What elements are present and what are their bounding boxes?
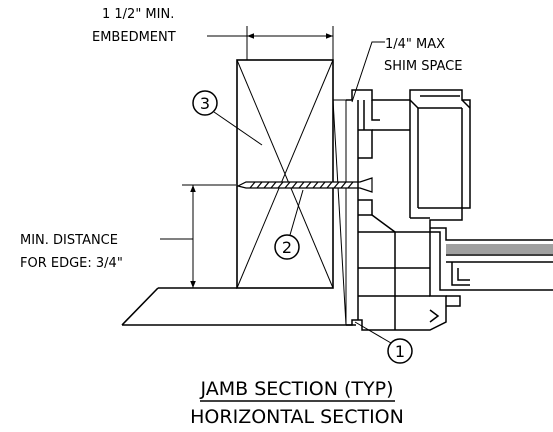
shim-leader xyxy=(351,41,385,103)
window-frame-profile xyxy=(346,89,553,331)
edge-label-line1: MIN. DISTANCE xyxy=(20,233,118,248)
edge-distance-dimension xyxy=(160,184,236,288)
callout-3-number: 3 xyxy=(200,94,210,113)
sill-base xyxy=(121,287,356,326)
wood-block xyxy=(236,59,334,289)
callout-1 xyxy=(354,321,413,364)
embedment-dimension xyxy=(207,26,334,60)
callout-3 xyxy=(192,90,263,146)
drawing-title-line2: HORIZONTAL SECTION xyxy=(190,406,404,428)
callout-1-number: 1 xyxy=(395,342,405,361)
screw xyxy=(236,177,373,193)
callout-2 xyxy=(274,189,304,260)
embedment-label-line2: EMBEDMENT xyxy=(92,30,176,45)
glass-pane xyxy=(446,244,553,254)
edge-label-line2: FOR EDGE: 3/4" xyxy=(20,256,123,271)
shim-label-line2: SHIM SPACE xyxy=(384,59,462,74)
shim-wedge xyxy=(332,99,347,326)
embedment-label-line1: 1 1/2" MIN. xyxy=(102,7,174,22)
shim-label-line1: 1/4" MAX xyxy=(385,37,445,52)
callout-2-number: 2 xyxy=(282,238,292,257)
drawing-title-line1: JAMB SECTION (TYP) xyxy=(200,378,394,400)
